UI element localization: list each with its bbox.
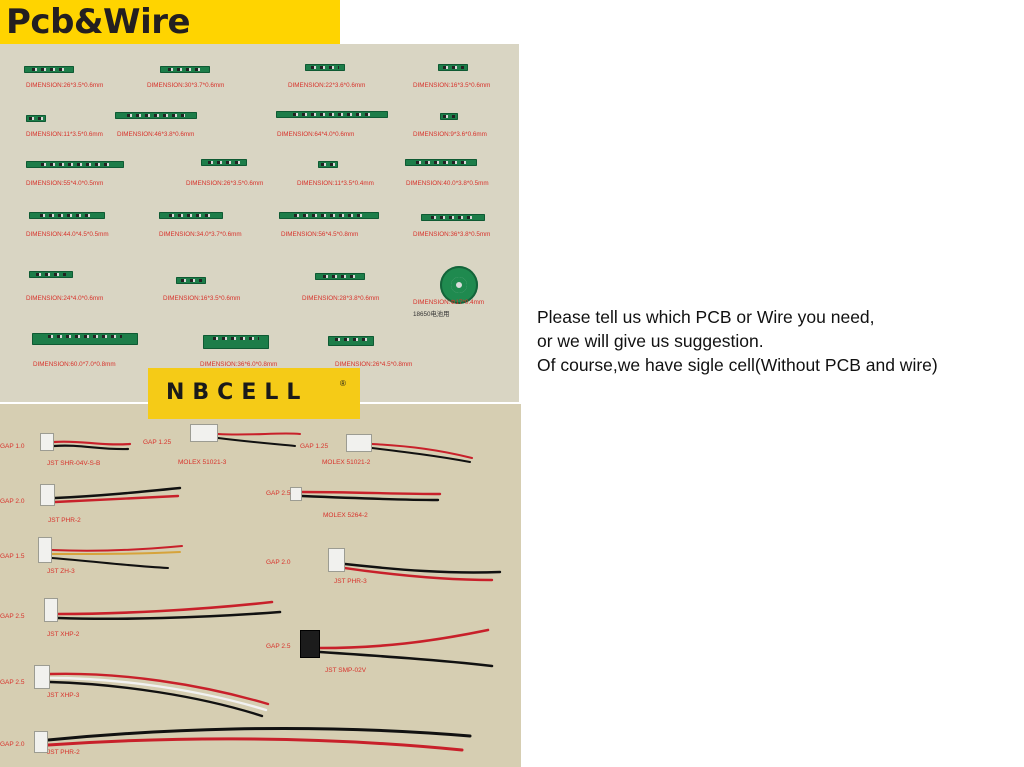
wire-connector-name: JST SMP-02V (325, 667, 367, 674)
wire-connector-name: MOLEX 51021-3 (178, 459, 227, 466)
pcb-strip (315, 273, 365, 280)
pcb-strip (203, 335, 269, 349)
connector-housing (300, 630, 320, 658)
wire-gap-label: GAP 2.5 (266, 643, 291, 650)
pcb-strip (279, 212, 379, 219)
pcb-dimension-label: DIMENSION:Φ17*0.4mm (413, 299, 485, 306)
connector-housing (328, 548, 345, 572)
pcb-strip (176, 277, 206, 284)
pcb-dimension-label: DIMENSION:28*3.8*0.6mm (302, 295, 380, 302)
wire-connector-name: JST PHR-2 (47, 749, 80, 756)
info-paragraph: Please tell us which PCB or Wire you nee… (537, 305, 938, 377)
connector-housing (190, 424, 218, 442)
pcb-strip (160, 66, 210, 73)
pcb-strip (29, 271, 73, 278)
connector-housing (34, 731, 48, 753)
pcb-usage-note: 18650电池用 (413, 311, 450, 318)
pcb-samples-photo: DIMENSION:26*3.5*0.6mm DIMENSION:30*3.7*… (0, 44, 519, 402)
wire-connector-name: MOLEX 51021-2 (322, 459, 371, 466)
pcb-strip (318, 161, 338, 168)
wire-gap-label: GAP 2.0 (266, 559, 291, 566)
wire-gap-label: GAP 2.0 (0, 741, 25, 748)
pcb-dimension-label: DIMENSION:44.0*4.5*0.5mm (26, 231, 109, 238)
wire-gap-label: GAP 2.5 (0, 679, 25, 686)
pcb-strip (201, 159, 247, 166)
pcb-dimension-label: DIMENSION:9*3.6*0.6mm (413, 131, 487, 138)
wire-connector-name: JST PHR-2 (48, 517, 81, 524)
registered-mark: ® (340, 379, 346, 388)
page-title: Pcb&Wire (6, 2, 191, 42)
wire-gap-label: GAP 1.5 (0, 553, 25, 560)
connector-housing (40, 484, 55, 506)
pcb-strip (305, 64, 345, 71)
pcb-dimension-label: DIMENSION:22*3.6*0.6mm (288, 82, 366, 89)
title-banner: Pcb&Wire (0, 0, 340, 44)
pcb-dimension-label: DIMENSION:24*4.0*0.6mm (26, 295, 104, 302)
pcb-dimension-label: DIMENSION:56*4.5*0.8mm (281, 231, 359, 238)
connector-housing (40, 433, 54, 451)
info-line-1: Please tell us which PCB or Wire you nee… (537, 307, 875, 327)
connector-housing (38, 537, 52, 563)
pcb-dimension-label: DIMENSION:16*3.5*0.6mm (413, 82, 491, 89)
nbcell-logo: NBCELL ® (148, 368, 360, 419)
info-line-2: or we will give us suggestion. (537, 331, 764, 351)
pcb-dimension-label: DIMENSION:30*3.7*0.6mm (147, 82, 225, 89)
pcb-strip (29, 212, 105, 219)
pcb-dimension-label: DIMENSION:11*3.5*0.6mm (26, 131, 103, 138)
pcb-strip (26, 115, 46, 122)
pcb-strip (24, 66, 74, 73)
connector-housing (290, 487, 302, 501)
wire-connector-name: JST PHR-3 (334, 578, 367, 585)
pcb-dimension-label: DIMENSION:26*3.5*0.6mm (26, 82, 104, 89)
wire-connector-name: JST XHP-2 (47, 631, 80, 638)
pcb-strip (276, 111, 388, 118)
pcb-strip (32, 333, 138, 345)
connector-housing (34, 665, 50, 689)
pcb-strip (405, 159, 477, 166)
wire-gap-label: GAP 1.0 (0, 443, 25, 450)
pcb-dimension-label: DIMENSION:34.0*3.7*0.6mm (159, 231, 242, 238)
wire-connector-name: JST ZH-3 (47, 568, 75, 575)
wire-harness-drawing (46, 432, 502, 752)
wire-gap-label: GAP 2.5 (266, 490, 291, 497)
pcb-strip (438, 64, 468, 71)
connector-housing (346, 434, 372, 452)
pcb-dimension-label: DIMENSION:11*3.5*0.4mm (297, 180, 374, 187)
info-line-3: Of course,we have sigle cell(Without PCB… (537, 355, 938, 375)
pcb-dimension-label: DIMENSION:60.0*7.0*0.8mm (33, 361, 116, 368)
wire-connector-name: MOLEX 5264-2 (323, 512, 368, 519)
wire-connector-name: JST XHP-3 (47, 692, 80, 699)
pcb-strip (115, 112, 197, 119)
pcb-dimension-label: DIMENSION:64*4.0*0.6mm (277, 131, 355, 138)
pcb-dimension-label: DIMENSION:26*4.5*0.8mm (335, 361, 413, 368)
pcb-dimension-label: DIMENSION:16*3.5*0.6mm (163, 295, 241, 302)
pcb-dimension-label: DIMENSION:55*4.0*0.5mm (26, 180, 104, 187)
round-pcb (440, 266, 478, 304)
wire-connector-name: JST SHR-04V-S-B (47, 460, 101, 467)
pcb-dimension-label: DIMENSION:36*3.8*0.5mm (413, 231, 491, 238)
logo-text: NBCELL (166, 380, 309, 405)
pcb-strip (159, 212, 223, 219)
pcb-dimension-label: DIMENSION:26*3.5*0.6mm (186, 180, 264, 187)
pcb-strip (421, 214, 485, 221)
wire-gap-label: GAP 1.25 (143, 439, 172, 446)
pcb-strip (440, 113, 458, 120)
pcb-dimension-label: DIMENSION:36*6.0*0.8mm (200, 361, 278, 368)
connector-housing (44, 598, 58, 622)
pcb-strip (26, 161, 124, 168)
pcb-strip (328, 336, 374, 346)
pcb-dimension-label: DIMENSION:46*3.8*0.6mm (117, 131, 195, 138)
wire-gap-label: GAP 1.25 (300, 443, 329, 450)
wire-samples-photo (0, 404, 521, 767)
wire-gap-label: GAP 2.5 (0, 613, 25, 620)
pcb-dimension-label: DIMENSION:40.0*3.8*0.5mm (406, 180, 489, 187)
wire-gap-label: GAP 2.0 (0, 498, 25, 505)
